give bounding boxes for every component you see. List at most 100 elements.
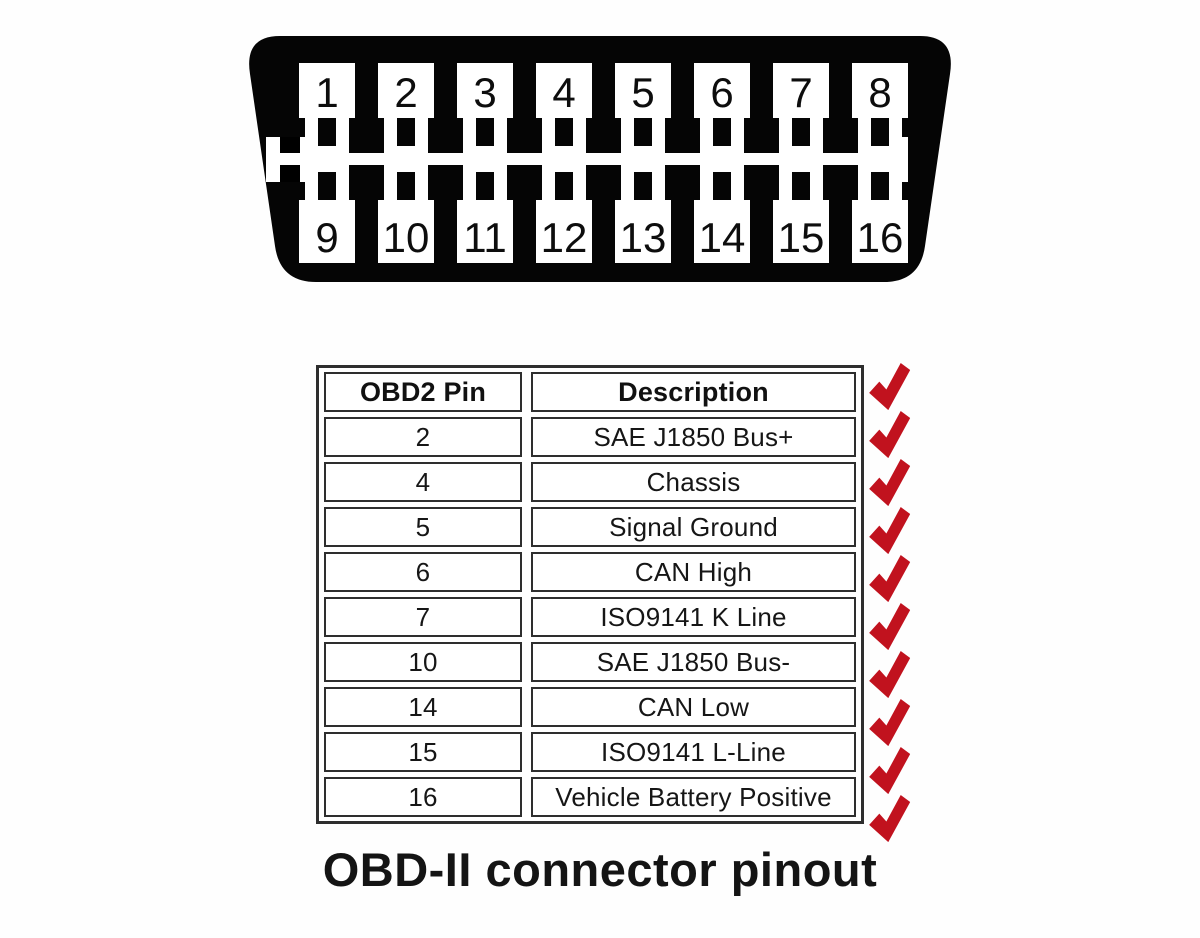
pin-slot [731,182,744,200]
pin-slot [494,182,507,200]
key-tab [792,172,810,182]
key-tab [349,165,384,182]
table-header-description: Description [531,372,856,412]
pin-number-label: 6 [710,69,733,116]
key-tab [397,172,415,182]
description-cell: CAN High [531,552,856,592]
pin-number-label: 7 [789,69,812,116]
pin-number-label: 1 [315,69,338,116]
pin-cavity [299,200,355,263]
pin-cell: 15 [324,732,522,772]
key-tab [665,165,700,182]
key-tab [823,165,858,182]
pin-slot [336,118,349,137]
pin-slot [652,182,665,200]
pin-slot [305,182,318,200]
key-tab [744,165,779,182]
pin-cell: 7 [324,597,522,637]
description-cell: Chassis [531,462,856,502]
check-column [868,362,920,843]
key-tab [713,137,731,146]
description-cell: Signal Ground [531,507,856,547]
key-tab [792,137,810,146]
pin-slot [573,118,586,137]
key-tab [428,165,463,182]
pin-cavity [773,200,829,263]
table-row: 5 Signal Ground [324,507,856,547]
pin-cell: 10 [324,642,522,682]
pin-slot [858,182,871,200]
pin-cell: 5 [324,507,522,547]
pinout-table: OBD2 Pin Description 2 SAE J1850 Bus+ 4 … [316,365,864,824]
pin-number-label: 13 [620,214,667,261]
checkmark-icon [869,507,911,555]
pin-cavity [694,200,750,263]
key-tab [713,172,731,182]
description-cell: Vehicle Battery Positive [531,777,856,817]
pin-number-label: 15 [778,214,825,261]
pin-slot [542,118,555,137]
table-row: 7 ISO9141 K Line [324,597,856,637]
pin-slot [779,182,792,200]
pin-cavity [536,200,592,263]
pin-slot [384,182,397,200]
key-tab [318,137,336,146]
checkmark-icon [869,651,911,699]
pin-cavity [773,63,829,118]
checkmark-icon [869,411,911,459]
description-cell: SAE J1850 Bus+ [531,417,856,457]
key-tab [634,172,652,182]
key-tab [349,137,384,153]
page-title: OBD-II connector pinout [322,843,878,896]
pin-cavity [378,200,434,263]
key-tab [871,172,889,182]
key-tab [476,137,494,146]
key-tab [744,137,779,153]
table-header-row: OBD2 Pin Description [324,372,856,412]
pin-slot [810,118,823,137]
pin-number-label: 2 [394,69,417,116]
key-tab [507,165,542,182]
pin-slot [652,118,665,137]
table-row: 10 SAE J1850 Bus- [324,642,856,682]
pin-slot [731,118,744,137]
table-row: 15 ISO9141 L-Line [324,732,856,772]
checkmark-icon [869,747,911,795]
pin-cell: 2 [324,417,522,457]
pin-slot [463,182,476,200]
pin-slot [858,118,871,137]
pin-cavity [852,63,908,118]
key-tab [397,137,415,146]
pin-slot [542,182,555,200]
pin-slot [810,182,823,200]
table-row: 4 Chassis [324,462,856,502]
key-tab [318,172,336,182]
pin-number-label: 9 [315,214,338,261]
pin-slot [305,118,318,137]
pin-cavity [299,63,355,118]
pin-cavity [852,200,908,263]
checkmark-icon [869,555,911,603]
pin-slot [415,182,428,200]
description-cell: ISO9141 L-Line [531,732,856,772]
pin-slot [700,182,713,200]
key-tab [476,172,494,182]
pin-slot [889,118,902,137]
pin-slot [700,118,713,137]
key-tab [280,137,300,153]
checkmark-icon [869,699,911,747]
pin-cavity [378,63,434,118]
pin-slot [384,118,397,137]
key-tab [665,137,700,153]
pin-slot [621,182,634,200]
key-tab [428,137,463,153]
pin-cavity [694,63,750,118]
key-tab [634,137,652,146]
pin-slot [889,182,902,200]
checkmark-icon [869,603,911,651]
checkmark-icon [869,795,911,843]
pin-slot [621,118,634,137]
table-row: 2 SAE J1850 Bus+ [324,417,856,457]
